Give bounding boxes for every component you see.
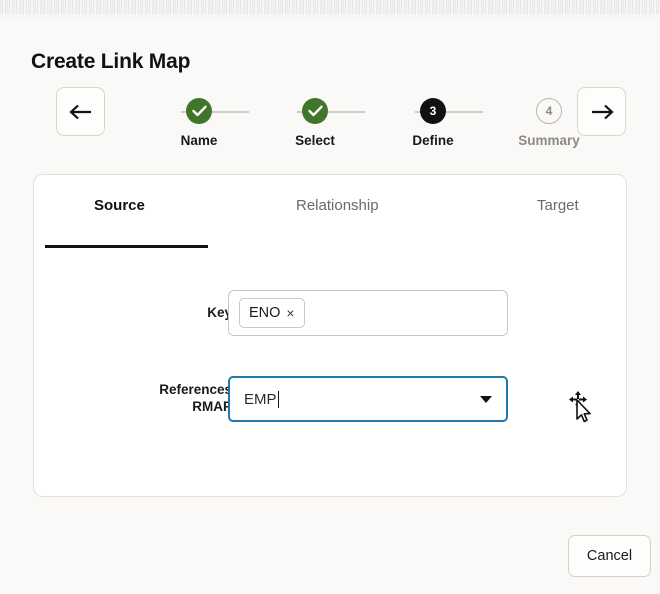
form-row-references-rmap: References RMAP EMP <box>34 376 628 422</box>
check-icon <box>307 105 323 117</box>
step-circle-pending: 4 <box>536 98 562 124</box>
step-list: Name Select 3 Define 4 Summary <box>133 87 580 165</box>
step-label-select: Select <box>295 133 335 148</box>
step-label-name: Name <box>180 133 218 148</box>
chip-eno[interactable]: ENO × <box>239 298 305 328</box>
chevron-down-icon[interactable] <box>480 395 492 403</box>
form-row-key: Key ENO × <box>34 290 628 336</box>
step-item-summary[interactable]: 4 Summary <box>501 87 597 148</box>
tab-bar: Source Relationship Target <box>34 175 628 248</box>
references-rmap-label-line2: RMAP <box>192 399 232 414</box>
step-item-select[interactable]: Select <box>267 87 363 148</box>
step-connector-1 <box>181 111 249 113</box>
references-rmap-input[interactable]: EMP <box>228 376 508 422</box>
references-rmap-label-line1: References <box>159 382 232 397</box>
step-circle-current: 3 <box>420 98 446 124</box>
step-item-name[interactable]: Name <box>151 87 247 148</box>
tab-relationship[interactable]: Relationship <box>296 197 379 214</box>
browser-chrome-strip <box>0 0 660 20</box>
step-circle-complete <box>186 98 212 124</box>
step-label-define: Define <box>412 133 454 148</box>
key-label: Key <box>207 305 232 320</box>
chip-remove-icon[interactable]: × <box>286 305 295 321</box>
key-input[interactable]: ENO × <box>228 290 508 336</box>
tab-source[interactable]: Source <box>94 197 145 214</box>
step-connector-2 <box>297 111 365 113</box>
step-label-summary: Summary <box>518 133 580 148</box>
wizard-page: Create Link Map <box>0 19 660 594</box>
references-rmap-label: References RMAP <box>92 381 232 415</box>
references-rmap-value: EMP <box>244 390 277 408</box>
arrow-left-icon <box>68 103 94 121</box>
arrow-right-icon <box>589 103 615 121</box>
step-connector-3 <box>415 111 483 113</box>
cancel-button[interactable]: Cancel <box>568 535 651 577</box>
text-caret <box>277 390 279 408</box>
step-item-define[interactable]: 3 Define <box>385 87 481 148</box>
define-step-card: Source Relationship Target Key ENO × Ref… <box>33 174 627 497</box>
active-tab-indicator <box>45 245 208 248</box>
page-title: Create Link Map <box>31 50 191 73</box>
back-button[interactable] <box>56 87 105 136</box>
tab-target[interactable]: Target <box>537 197 579 214</box>
step-circle-complete <box>302 98 328 124</box>
step-track <box>133 111 547 113</box>
wizard-stepper: Name Select 3 Define 4 Summary <box>31 87 629 165</box>
move-cursor <box>569 391 595 425</box>
check-icon <box>191 105 207 117</box>
chip-label: ENO <box>249 305 281 321</box>
next-button[interactable] <box>577 87 626 136</box>
